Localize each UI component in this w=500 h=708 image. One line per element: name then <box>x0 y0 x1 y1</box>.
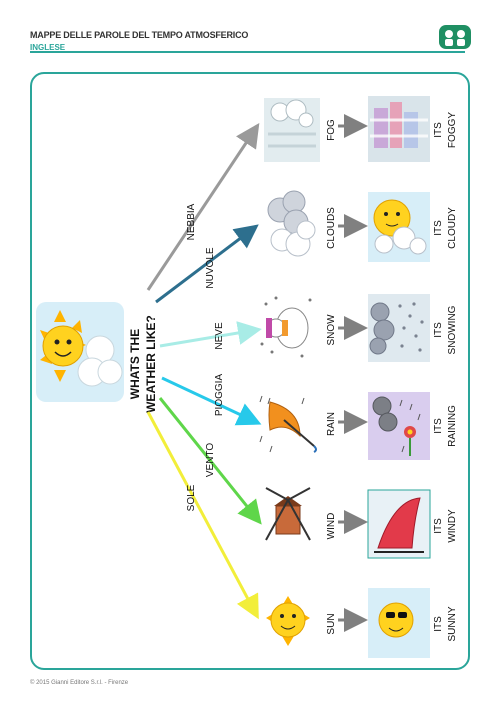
foggy-town-icon <box>368 96 430 162</box>
copyright-footer: © 2015 Gianni Editore S.r.l. - Firenze <box>30 680 129 686</box>
english-clouds: CLOUDS <box>326 207 337 249</box>
arrow-sun <box>146 411 259 620</box>
english-snow: SNOW <box>326 314 337 346</box>
center-sun-cloud-icon <box>36 302 124 402</box>
phrase-windy: WINDY <box>447 509 458 543</box>
arrow-rain <box>161 376 262 426</box>
phrase-sun-its: ITS <box>433 616 444 632</box>
phrase-wind-its: ITS <box>433 518 444 534</box>
phrase-raining: RAINING <box>447 405 458 447</box>
english-rain: RAIN <box>326 412 337 436</box>
snowing-cloud-icon <box>368 294 430 362</box>
phrase-fog-its: ITS <box>433 122 444 138</box>
clouds-icon <box>267 190 316 257</box>
label-sole: SOLE <box>186 484 197 511</box>
english-fog: FOG <box>326 119 337 141</box>
phrase-rain-its: ITS <box>433 418 444 434</box>
page-title: MAPPE DELLE PAROLE DEL TEMPO ATMOSFERICO <box>30 30 249 40</box>
arrow-fog <box>146 123 260 291</box>
raining-flower-icon <box>368 392 430 460</box>
umbrella-rain-icon <box>259 395 317 453</box>
windsock-icon <box>367 489 431 559</box>
windmill-icon <box>265 487 311 541</box>
phrase-foggy: FOGGY <box>447 112 458 148</box>
label-neve: NEVE <box>214 322 225 350</box>
sun-icon <box>266 596 310 646</box>
arrow-wind <box>158 397 262 525</box>
arrow-snow <box>159 321 262 348</box>
fog-icon <box>264 98 320 162</box>
phrase-cloudy: CLOUDY <box>447 207 458 249</box>
header-divider <box>30 51 465 53</box>
sunny-sunglasses-icon <box>368 588 430 658</box>
content-frame <box>30 72 470 670</box>
label-pioggia: PIOGGIA <box>214 374 225 417</box>
label-vento: VENTO <box>205 443 216 477</box>
label-nuvole: NUVOLE <box>205 247 216 288</box>
question-line-1: WHATS THE <box>128 329 142 399</box>
question-line-2: WEATHER LIKE? <box>144 315 158 413</box>
page-subtitle: INGLESE <box>30 43 66 52</box>
phrase-snowing: SNOWING <box>447 305 458 354</box>
cloudy-sun-icon <box>368 192 430 262</box>
english-wind: WIND <box>326 513 337 540</box>
english-sun: SUN <box>326 613 337 634</box>
snowman-icon <box>260 296 312 358</box>
phrase-clouds-its: ITS <box>433 220 444 236</box>
phrase-snow-its: ITS <box>433 322 444 338</box>
label-nebbia: NEBBIA <box>186 203 197 240</box>
publisher-logo-icon <box>439 25 471 49</box>
phrase-sunny: SUNNY <box>447 606 458 641</box>
arrow-clouds <box>155 224 259 304</box>
